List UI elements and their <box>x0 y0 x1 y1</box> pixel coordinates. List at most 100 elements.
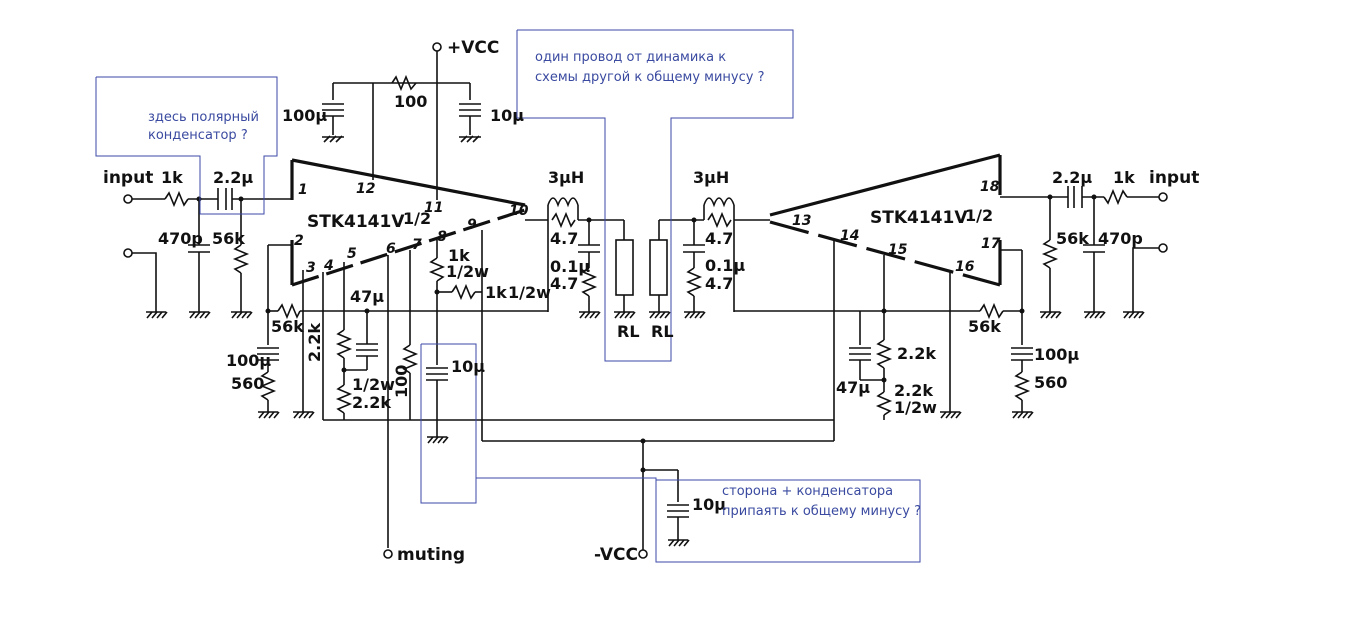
pin-left-9: 9 <box>467 217 477 233</box>
ground-icon <box>940 411 962 419</box>
pin-left-1: 1 <box>298 182 308 198</box>
ic-left-label: STK4141V <box>307 212 405 232</box>
c-10u-mid-label: 10μ <box>451 357 485 376</box>
negative-supply <box>638 438 689 559</box>
pin-right-15: 15 <box>888 242 908 258</box>
r-56k-right2-label: 56k <box>968 317 1001 336</box>
ground-icon <box>1084 311 1106 319</box>
comment-speaker-wire-line2: схемы другой к общему минусу ? <box>535 70 765 85</box>
ground-icon <box>684 311 706 319</box>
r-100-left-label: 100 <box>392 365 411 398</box>
l-3uh-left-label: 3μH <box>548 168 584 187</box>
comment-polar-cap: здесь полярный конденсатор ? <box>148 108 259 146</box>
pin-left-8: 8 <box>437 229 447 245</box>
pin-left-7: 7 <box>412 237 422 253</box>
ic-left-body <box>290 158 526 287</box>
comment-polar-cap-line1: здесь полярный <box>148 110 259 125</box>
ic-right-half-label: 1/2 <box>965 206 993 225</box>
right-output-network <box>649 197 770 312</box>
c-100u-right-label: 100μ <box>1034 345 1079 364</box>
rl-right-label: RL <box>651 322 674 341</box>
r-1k-right-label: 1k <box>1113 168 1135 187</box>
comment-polar-cap-line2: конденсатор ? <box>148 128 248 143</box>
pin-right-18: 18 <box>980 179 1000 195</box>
r-1k-mid-label: 1k <box>485 283 507 302</box>
c-0-1u-right-label: 0.1μ <box>705 256 745 275</box>
r-4-7-right-b-label: 4.7 <box>705 274 733 293</box>
c-470p-left-label: 470p <box>158 229 203 248</box>
vcc-neg-label: -VCC <box>594 545 638 565</box>
ground-icon <box>579 311 601 319</box>
rl-left-label: RL <box>617 322 640 341</box>
r-1k-left-label: 1k <box>161 168 183 187</box>
r-2-2k-right2-label: 2.2k <box>894 381 933 400</box>
input-right-label: input <box>1149 168 1199 188</box>
r-56k-left-label: 56k <box>212 229 245 248</box>
c-47u-left-label: 47μ <box>350 287 384 306</box>
pin-left-6: 6 <box>386 241 396 257</box>
pin-left-5: 5 <box>347 246 357 262</box>
r-4-7-right-a-label: 4.7 <box>705 229 733 248</box>
pin-right-16: 16 <box>955 259 975 275</box>
pin-left-11: 11 <box>424 200 443 216</box>
r-100-top-label: 100 <box>394 92 427 111</box>
ground-icon <box>1040 311 1062 319</box>
pin-right-13: 13 <box>792 213 811 229</box>
pin-left-2: 2 <box>294 233 304 249</box>
right-input-network <box>1000 186 1168 312</box>
left-feedback-network <box>257 230 834 559</box>
muting-label: muting <box>397 545 465 565</box>
comment-cap-plus-side-line2: припаять к общему минусу ? <box>722 504 922 519</box>
r-56k-left2-label: 56k <box>271 317 304 336</box>
c-2u2-right-label: 2.2μ <box>1052 168 1092 187</box>
left-output-network <box>525 197 634 312</box>
ground-icon <box>258 411 280 419</box>
ground-icon <box>649 311 671 319</box>
r-560-right-label: 560 <box>1034 373 1067 392</box>
annotation-boxes <box>95 29 921 563</box>
pin-left-4: 4 <box>323 258 334 274</box>
pin-left-12: 12 <box>356 181 375 197</box>
ground-icon <box>614 311 636 319</box>
comment-speaker-wire-line1: один провод от динамика к <box>535 50 727 65</box>
ground-symbols-top <box>322 135 481 143</box>
comment-cap-plus-side: сторона + конденсатора припаять к общему… <box>722 482 921 522</box>
vcc-rail <box>322 42 481 200</box>
ground-icon <box>668 539 690 547</box>
ic-right-body <box>769 153 1002 287</box>
ground-symbols <box>146 311 1145 547</box>
r-2-2k-right-label: 2.2k <box>897 344 936 363</box>
c-10u-top-label: 10μ <box>490 106 524 125</box>
r-4-7-left-b-label: 4.7 <box>550 274 578 293</box>
pin-right-14: 14 <box>840 228 859 244</box>
ic-left-half-label: 1/2 <box>403 209 431 228</box>
ground-icon <box>1012 411 1034 419</box>
vcc-pos-label: +VCC <box>447 38 499 58</box>
c-470p-right-label: 470p <box>1098 229 1143 248</box>
pin-right-17: 17 <box>981 236 1001 252</box>
l-3uh-right-label: 3μH <box>693 168 729 187</box>
r-2-2k-left2-label: 2.2k <box>352 393 391 412</box>
ground-icon <box>189 311 211 319</box>
r-2-2k-left-label: 2.2k <box>305 323 324 362</box>
ground-icon <box>146 311 168 319</box>
ground-icon <box>427 436 449 444</box>
r-half-w2-label: 1/2w <box>508 283 551 302</box>
ic-right-label: STK4141V <box>870 208 968 228</box>
comment-cap-plus-side-line1: сторона + конденсатора <box>722 484 894 499</box>
r-1k-half-w-label: 1k <box>448 246 470 265</box>
right-feedback-network <box>734 240 1033 441</box>
r-56k-right-label: 56k <box>1056 229 1089 248</box>
r-half-w4-label: 1/2w <box>894 398 937 417</box>
r-4-7-left-a-label: 4.7 <box>550 229 578 248</box>
c-100u-top-label: 100μ <box>282 106 327 125</box>
r-half-w3-label: 1/2w <box>352 375 395 394</box>
left-input-network <box>123 188 292 312</box>
r-560-left-label: 560 <box>231 374 264 393</box>
comment-speaker-wire: один провод от динамика к схемы другой к… <box>535 48 765 88</box>
ground-icon <box>1123 311 1145 319</box>
c-2u2-left-label: 2.2μ <box>213 168 253 187</box>
c-10u-bottom-label: 10μ <box>692 495 726 514</box>
r-half-w-label: 1/2w <box>446 262 489 281</box>
